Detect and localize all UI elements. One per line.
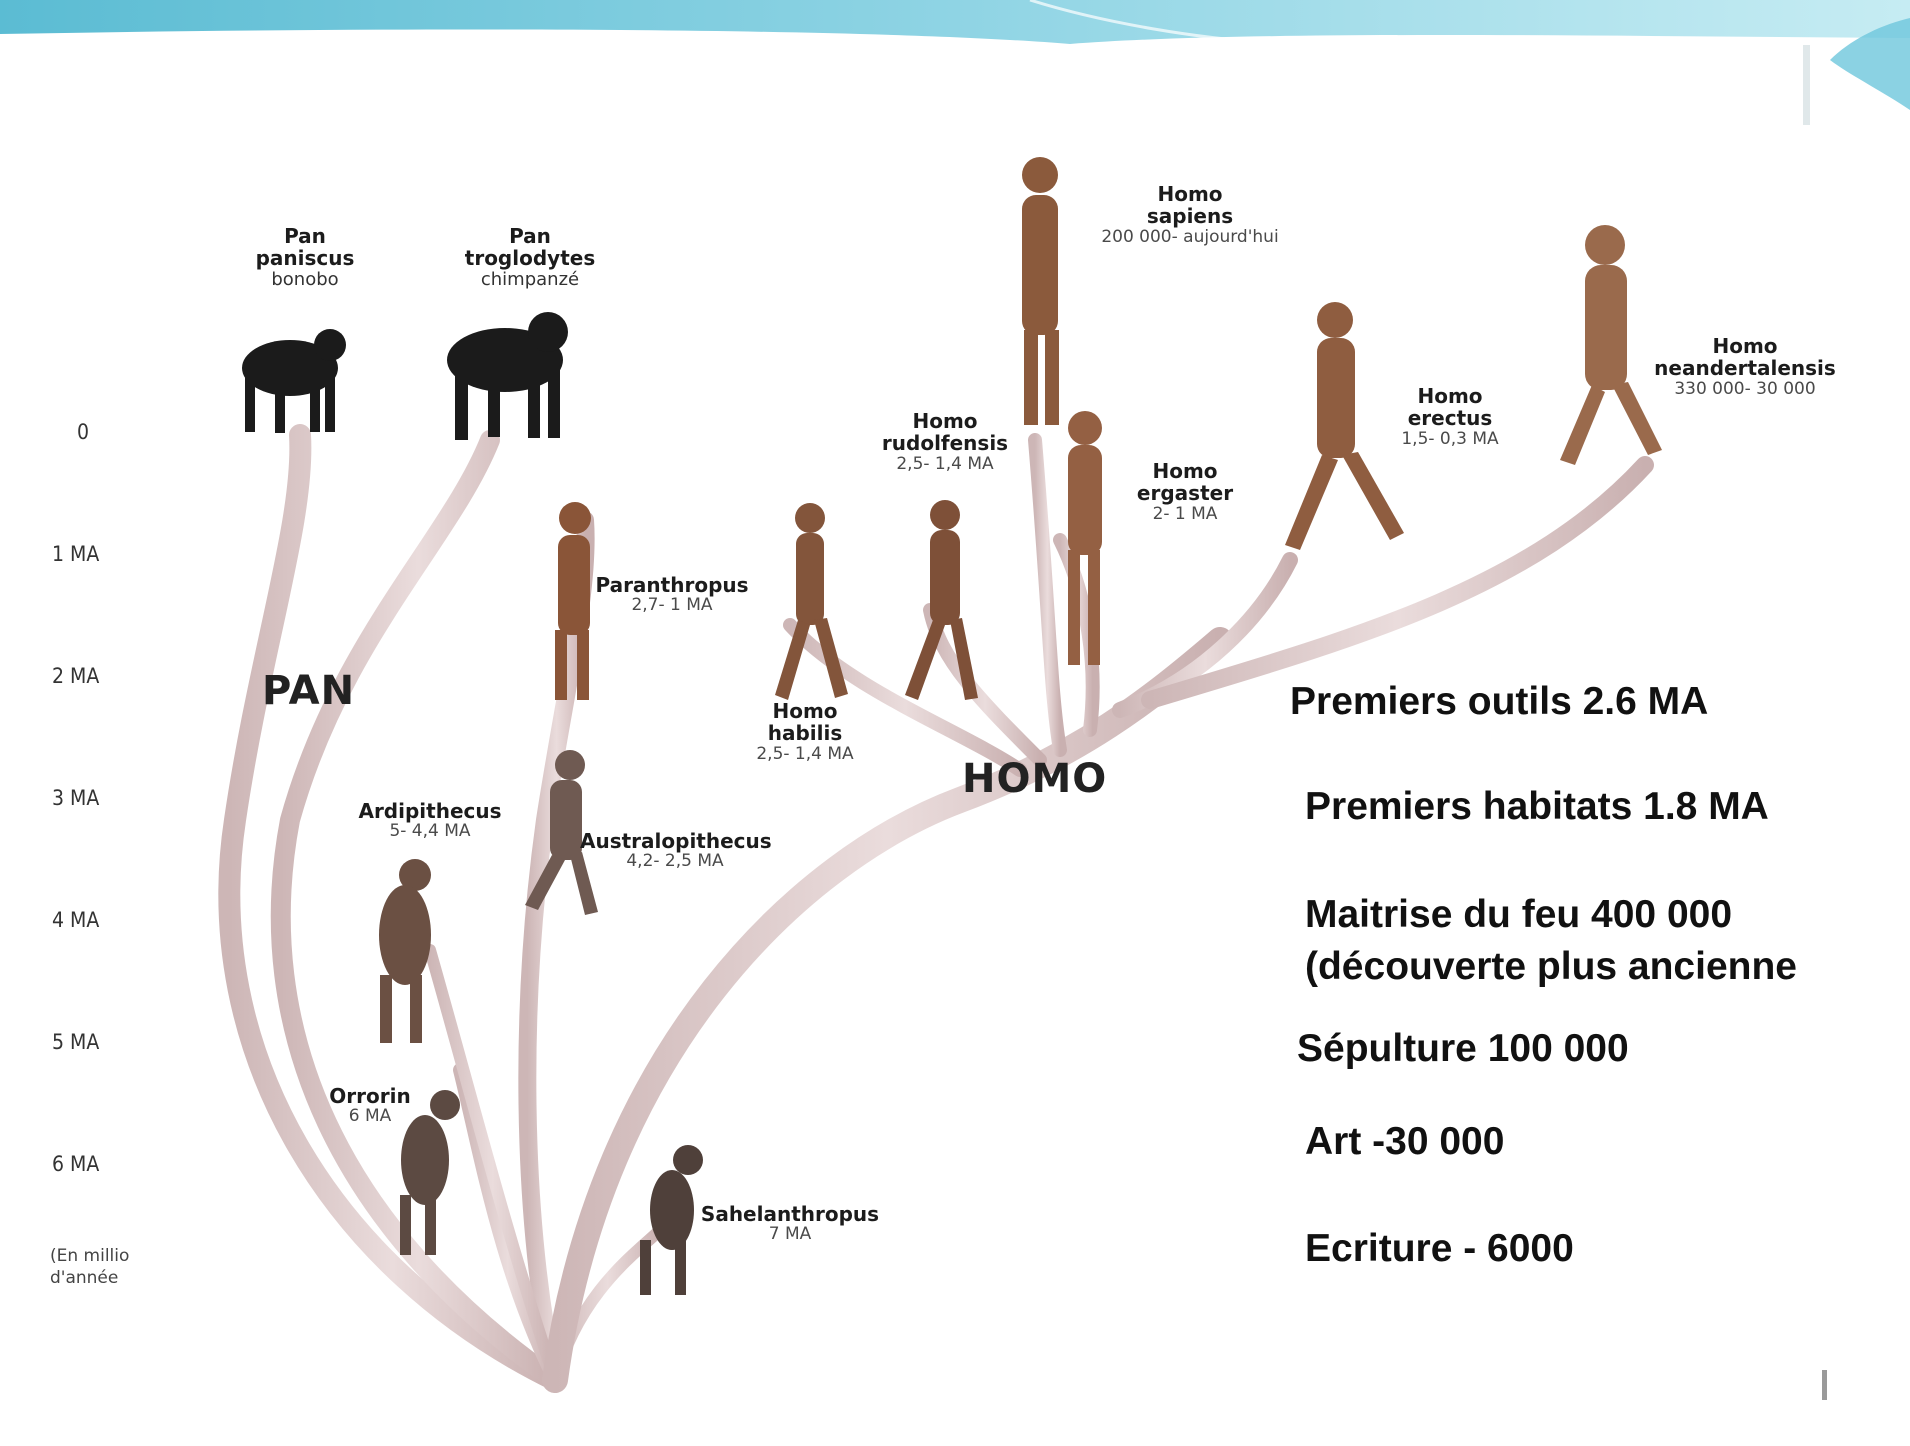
- milestone-burial: Sépulture 100 000: [1297, 1027, 1629, 1071]
- axis-tick-6: 6 MA: [52, 1152, 99, 1176]
- axis-note: (En millio d'année: [50, 1245, 129, 1289]
- label-pan-troglodytes: Pan troglodytes chimpanzé: [440, 225, 620, 290]
- header-band: [0, 0, 1910, 125]
- chimpanzee-figure: [447, 312, 568, 440]
- homo-habilis-figure: [775, 503, 848, 700]
- axis-tick-1: 1 MA: [52, 542, 99, 566]
- axis-tick-5: 5 MA: [52, 1030, 99, 1054]
- label-homo-sapiens: Homo sapiens 200 000- aujourd'hui: [1055, 183, 1325, 247]
- axis-tick-3: 3 MA: [52, 786, 99, 810]
- genus-label-pan: PAN: [262, 668, 355, 714]
- label-homo-habilis: Homo habilis 2,5- 1,4 MA: [740, 700, 870, 764]
- label-sahelanthropus: Sahelanthropus 7 MA: [690, 1203, 890, 1244]
- milestone-art: Art -30 000: [1305, 1120, 1504, 1164]
- milestone-writing: Ecriture - 6000: [1305, 1227, 1574, 1271]
- label-australopithecus: Australopithecus 4,2- 2,5 MA: [580, 830, 770, 871]
- axis-tick-0: 0: [77, 420, 89, 444]
- milestone-fire-note: (découverte plus ancienne: [1305, 945, 1797, 989]
- label-homo-erectus: Homo erectus 1,5- 0,3 MA: [1375, 385, 1525, 449]
- milestone-tools: Premiers outils 2.6 MA: [1290, 680, 1708, 724]
- bonobo-figure: [242, 329, 346, 433]
- label-orrorin: Orrorin 6 MA: [315, 1085, 425, 1126]
- milestone-habitats: Premiers habitats 1.8 MA: [1305, 785, 1769, 829]
- milestone-fire: Maitrise du feu 400 000: [1305, 893, 1732, 937]
- axis-note-line1: (En millio: [50, 1245, 129, 1267]
- label-pan-paniscus: Pan paniscus bonobo: [225, 225, 385, 290]
- label-homo-neandertalensis: Homo neandertalensis 330 000- 30 000: [1640, 335, 1850, 399]
- label-ardipithecus: Ardipithecus 5- 4,4 MA: [345, 800, 515, 841]
- homo-sapiens-figure: [1022, 157, 1059, 425]
- bottom-right-tick: [1822, 1370, 1827, 1400]
- axis-tick-2: 2 MA: [52, 664, 99, 688]
- genus-label-homo: HOMO: [962, 756, 1107, 802]
- axis-note-line2: d'année: [50, 1267, 129, 1289]
- label-paranthropus: Paranthropus 2,7- 1 MA: [592, 574, 752, 615]
- label-homo-rudolfensis: Homo rudolfensis 2,5- 1,4 MA: [870, 410, 1020, 474]
- homo-rudolfensis-figure: [905, 500, 978, 700]
- ardipithecus-figure: [379, 859, 431, 1043]
- label-homo-ergaster: Homo ergaster 2- 1 MA: [1125, 460, 1245, 524]
- axis-tick-4: 4 MA: [52, 908, 99, 932]
